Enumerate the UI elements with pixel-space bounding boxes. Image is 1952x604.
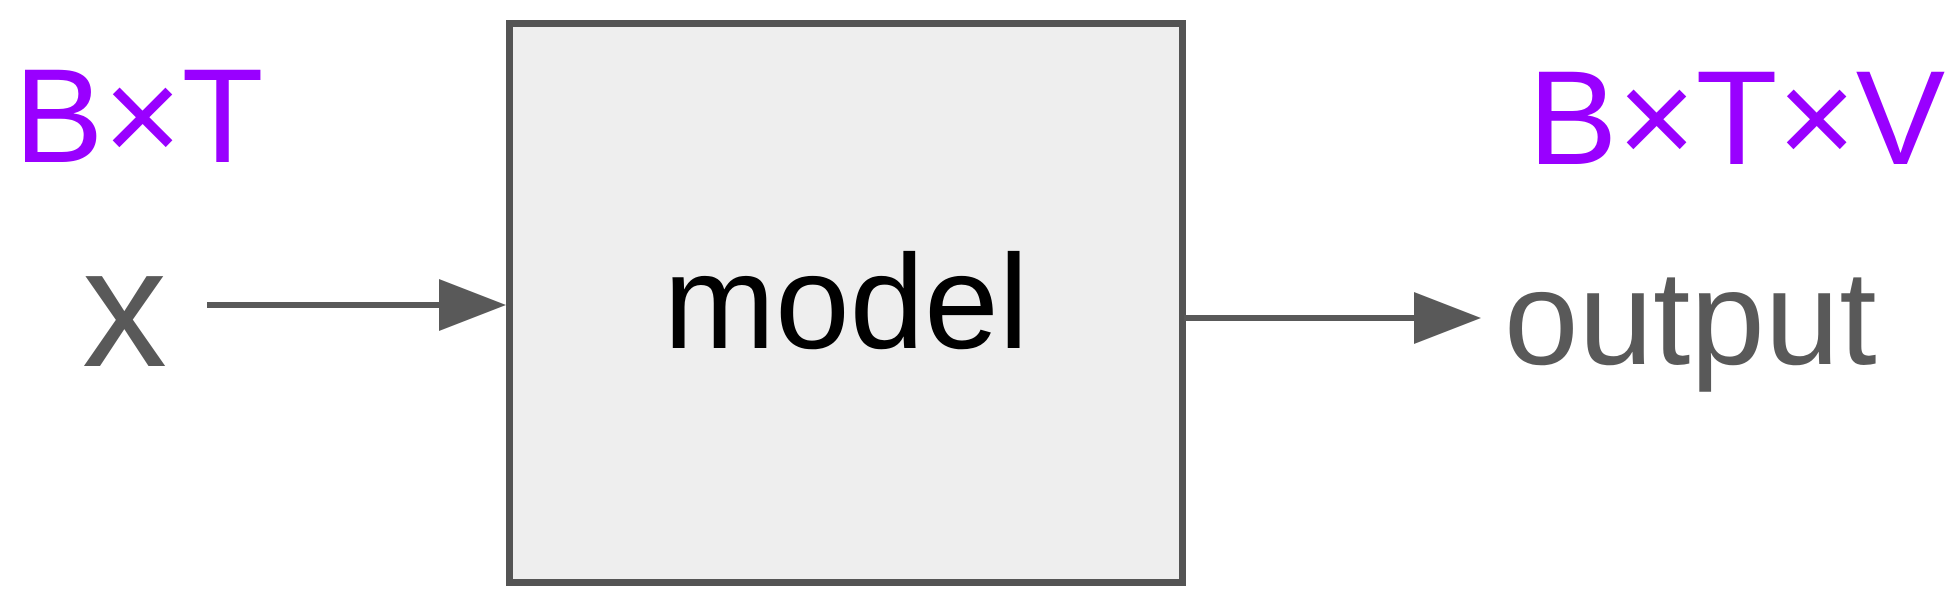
input-label: x bbox=[82, 213, 167, 403]
output-shape-label: B×T×V bbox=[1528, 44, 1946, 193]
output-label: output bbox=[1504, 244, 1877, 393]
model-box: model bbox=[506, 20, 1186, 586]
output-arrowhead-icon bbox=[1414, 292, 1481, 344]
model-label: model bbox=[663, 228, 1029, 377]
input-arrow bbox=[207, 279, 506, 331]
output-arrow bbox=[1184, 292, 1481, 344]
input-shape-label: B×T bbox=[14, 42, 264, 191]
input-arrowhead-icon bbox=[439, 279, 506, 331]
